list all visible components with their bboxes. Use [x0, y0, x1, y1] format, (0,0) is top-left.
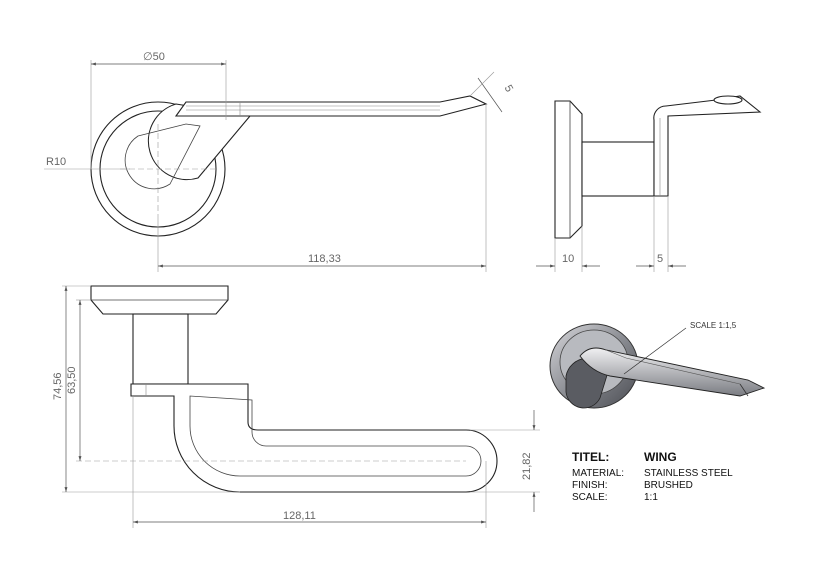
finish-value: BRUSHED: [644, 480, 693, 491]
scale-callout: SCALE 1:1,5: [690, 321, 737, 330]
front-view: [62, 285, 540, 528]
title-value: WING: [644, 450, 677, 464]
scale-value: 1:1: [644, 492, 658, 503]
isometric-view: [549, 323, 766, 409]
top-view: [44, 60, 503, 272]
dim-length-top: 118,33: [308, 253, 341, 265]
dim-height-outer: 74,56: [52, 372, 64, 400]
side-rosette: [554, 100, 583, 239]
dim-diameter: ∅50: [143, 51, 165, 63]
material-value: STAINLESS STEEL: [644, 468, 733, 479]
lever-neck: [147, 103, 252, 181]
side-lever: [653, 95, 762, 197]
title-key: TITEL:: [572, 450, 610, 464]
dim-side-left: 10: [562, 253, 574, 265]
finish-key: FINISH:: [572, 480, 608, 491]
dim-length-bottom: 128,11: [283, 510, 316, 522]
title-block: TITEL: WING MATERIAL: STAINLESS STEEL FI…: [572, 448, 772, 504]
side-view: [536, 95, 762, 272]
dim-side-right: 5: [657, 253, 663, 265]
scale-key: SCALE:: [572, 492, 608, 503]
front-shaft: [132, 313, 189, 385]
dim-radius: R10: [46, 156, 66, 168]
dim-height-inner: 63,50: [66, 366, 78, 394]
dim-angle-top: 5: [502, 83, 515, 94]
side-shaft: [581, 141, 655, 197]
material-key: MATERIAL:: [572, 468, 625, 479]
dim-width-bottom: 21,82: [521, 452, 533, 480]
